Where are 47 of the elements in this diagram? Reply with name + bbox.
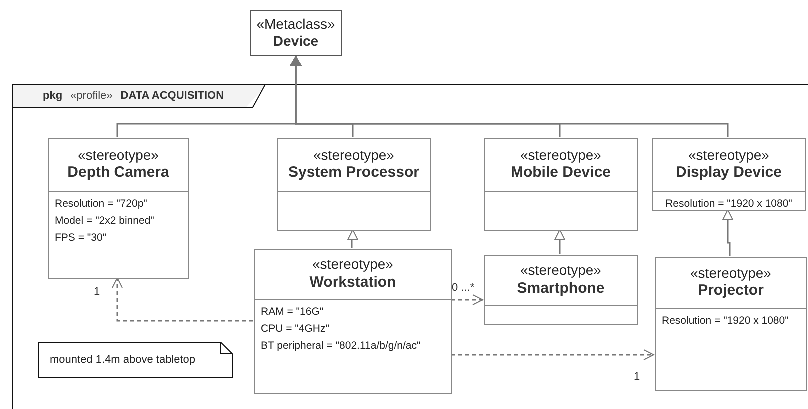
attribute-text: RAM = "16G"	[261, 305, 325, 320]
stereotype-box	[48, 138, 189, 279]
package-name: DATA ACQUISITION	[120, 88, 224, 104]
class-name: System Processor	[288, 164, 420, 184]
stereotype-label: «Metaclass»	[256, 16, 336, 33]
stereotype-label: «profile»	[70, 88, 113, 104]
stereotype-label: «stereotype»	[78, 146, 159, 164]
class-name: Device	[273, 33, 319, 50]
attribute-text: Model = "2x2 binned"	[55, 214, 156, 229]
class-name: Mobile Device	[510, 164, 612, 184]
stereotype-box	[277, 138, 431, 231]
extension-arrow	[290, 56, 729, 137]
stereotype-box	[655, 257, 807, 391]
class-name: Projector	[698, 282, 764, 302]
class-name: Workstation	[310, 274, 396, 293]
stereotype-label: «stereotype»	[520, 262, 602, 280]
dependency-arrow	[112, 278, 253, 322]
extension-arrow	[348, 230, 358, 248]
attribute-text: CPU = "4GHz"	[261, 322, 330, 337]
attribute-text: FPS = "30"	[55, 231, 108, 246]
stereotype-box	[484, 255, 638, 325]
class-name: Depth Camera	[68, 164, 170, 184]
stereotype-label: «stereotype»	[690, 264, 772, 282]
attribute-text: Resolution = "1920 x 1080"	[662, 314, 790, 329]
stereotype-label: «stereotype»	[312, 256, 394, 274]
extension-arrow	[722, 210, 734, 256]
stereotype-box	[484, 138, 638, 231]
stereotype-box	[254, 249, 452, 394]
stereotype-label: «stereotype»	[688, 146, 770, 164]
dependency-arrow	[451, 294, 484, 306]
attribute-text: Resolution = "1920 x 1080"	[666, 197, 792, 212]
class-name: Smartphone	[517, 280, 605, 299]
class-name: Display Device	[676, 164, 782, 184]
multiplicity-label: 0 ...*	[452, 281, 475, 296]
attribute-text: Resolution = "720p"	[55, 197, 148, 212]
package-keyword: pkg	[43, 88, 63, 104]
metaclass-box	[250, 10, 342, 56]
dependency-arrow	[451, 350, 654, 360]
package-frame	[12, 84, 808, 409]
multiplicity-label: 1	[634, 370, 640, 385]
stereotype-label: «stereotype»	[520, 146, 602, 164]
extension-arrow	[554, 230, 566, 254]
multiplicity-label: 1	[94, 285, 100, 300]
attribute-text: BT peripheral = "802.11a/b/g/n/ac"	[261, 339, 422, 354]
stereotype-label: «stereotype»	[314, 146, 394, 164]
note-text: mounted 1.4m above tabletop	[50, 353, 196, 368]
stereotype-box	[652, 138, 806, 211]
